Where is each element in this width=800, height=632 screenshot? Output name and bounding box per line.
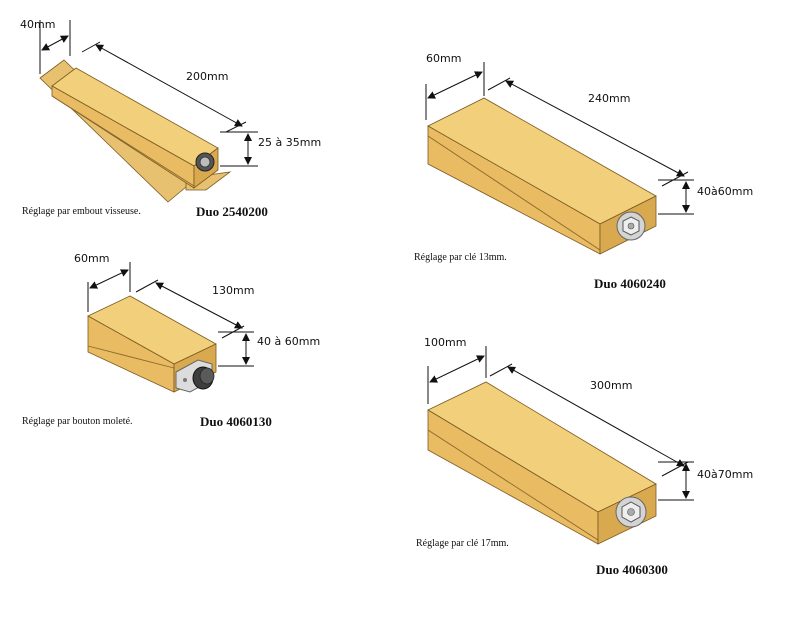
dim-label-width: 40mm [20,18,55,31]
ext-line [487,77,511,91]
dim-label-length: 300mm [590,379,632,392]
ext-line [135,279,159,293]
dim-arrow-length [507,366,685,467]
dim-arrow-length [505,80,685,177]
dim-arrow-width [89,269,129,289]
dim-label-width: 60mm [426,52,461,65]
dim-arrow-width [429,355,485,383]
product-duo-4060240: 60mm 240mm 40à60mm Réglage par clé 13mm.… [414,52,753,291]
ext-line [489,363,513,377]
dim-label-width: 60mm [74,252,109,265]
product-duo-2540200: 40mm 200mm 25 à 35mm Réglage par embout … [20,18,321,219]
dim-arrow-width [41,35,69,51]
dim-label-length: 130mm [212,284,254,297]
product-duo-4060300: 100mm 300mm 40à70mm Réglage par clé 17mm… [416,336,753,577]
slope-line [87,345,175,369]
dim-arrow-length [95,44,243,127]
adjustment-caption: Réglage par bouton moleté. [22,416,133,427]
dim-label-length: 200mm [186,70,228,83]
product-duo-4060130: 60mm 130mm 40 à 60mm Réglage par bouton … [22,252,320,429]
dim-arrow-width [427,71,483,99]
screwdriver-bit-icon [195,152,215,172]
ext-line [225,121,247,133]
dim-label-height: 40à70mm [697,468,753,481]
ext-line [661,171,689,187]
adjustment-caption: Réglage par clé 17mm. [416,538,509,549]
wedge-4060240 [427,97,657,255]
model-number: Duo 4060300 [596,562,668,577]
knurled-knob-icon [175,359,215,393]
dim-label-height: 25 à 35mm [258,136,321,149]
model-number: Duo 4060240 [594,276,666,291]
slope-line [427,135,601,251]
ext-line [81,41,101,53]
wedge-4060300 [427,381,657,545]
dim-label-length: 240mm [588,92,630,105]
ext-line [661,461,689,477]
slope-line [427,429,599,541]
model-number: Duo 4060130 [200,414,272,429]
hex-bolt-icon [616,211,646,241]
dim-label-height: 40 à 60mm [257,335,320,348]
dim-label-width: 100mm [424,336,466,349]
hex-bolt-icon [615,496,647,528]
adjustment-caption: Réglage par clé 13mm. [414,252,507,263]
adjustment-caption: Réglage par embout visseuse. [22,206,141,217]
wedge-4060130 [87,295,217,393]
model-number: Duo 2540200 [196,204,268,219]
slope-line [51,95,195,187]
dim-arrow-length [155,282,243,329]
dim-label-height: 40à60mm [697,185,753,198]
